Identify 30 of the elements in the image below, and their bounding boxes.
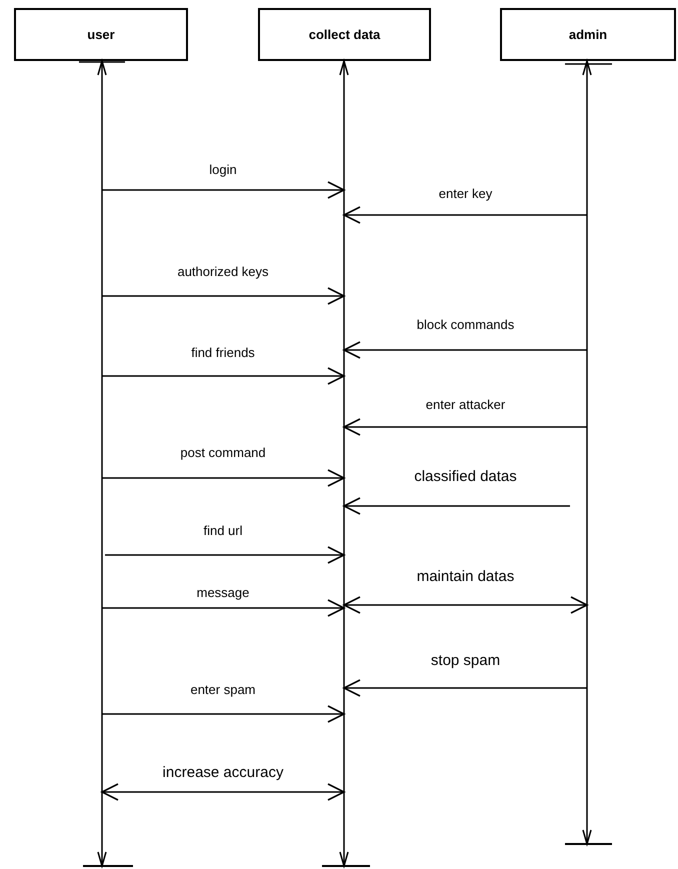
participant-box: user (14, 8, 188, 61)
message-arrow (343, 596, 588, 614)
message-arrow (343, 679, 587, 697)
lifeline (340, 61, 348, 866)
message-arrow (102, 705, 345, 723)
edge-label: stop spam (430, 652, 502, 670)
participant-box: admin (500, 8, 676, 61)
message-arrow (343, 497, 570, 515)
edge-label: find url (202, 523, 244, 538)
edge-label: enter key (438, 186, 494, 201)
edge-label: block commands (416, 317, 516, 332)
message-arrow (102, 599, 345, 617)
lifeline (98, 61, 106, 866)
edge-label: login (208, 162, 238, 177)
edge-label: find friends (190, 345, 256, 360)
participant-box: collect data (258, 8, 431, 61)
edge-label: increase accuracy (162, 764, 284, 782)
edge-label: authorized keys (176, 264, 270, 279)
message-arrow (105, 546, 345, 564)
message-arrow (343, 341, 587, 359)
edge-label: post command (179, 445, 267, 460)
message-arrow (343, 206, 587, 224)
message-arrow (343, 418, 587, 436)
edge-label: enter attacker (424, 397, 506, 412)
message-arrow (102, 287, 345, 305)
message-arrow (102, 469, 345, 487)
lifeline (583, 61, 591, 844)
message-arrow (102, 367, 345, 385)
message-arrow (101, 783, 345, 801)
message-arrow (102, 181, 345, 199)
